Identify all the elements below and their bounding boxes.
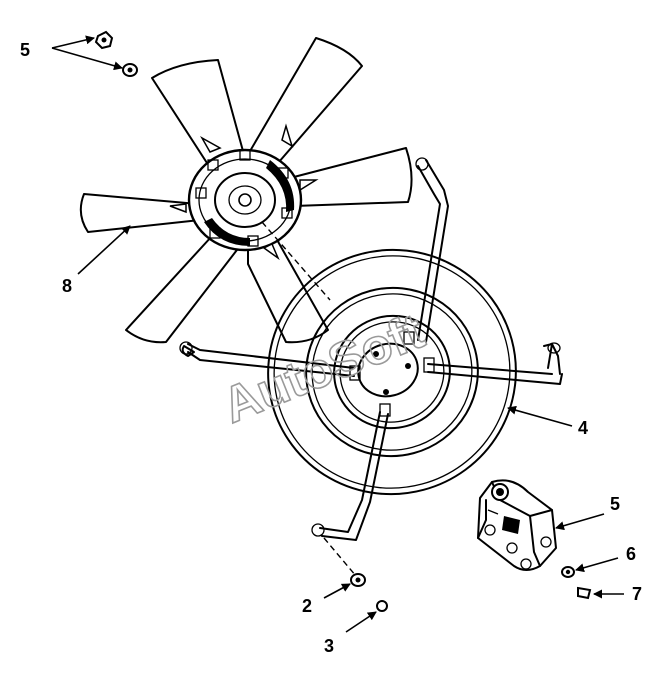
callout-4: 4: [578, 418, 588, 438]
leader-4: [507, 405, 573, 427]
leader-2: [323, 583, 351, 599]
guard-outer-ring: [267, 248, 517, 496]
callout-3: 3: [324, 636, 334, 656]
fan-centerline: [261, 221, 331, 301]
fan-hub: [169, 123, 319, 261]
fan-guard: [179, 157, 563, 577]
guard-center-plate: [357, 342, 419, 398]
fan-blade-right: [289, 147, 413, 207]
guard-middle-ring: [305, 286, 479, 458]
fan-blade-bottom-left: [125, 235, 241, 344]
bolt-item-3: [376, 600, 388, 612]
leader-5a-washer: [51, 47, 123, 71]
fan-blade-top-right: [245, 37, 363, 171]
leader-5a-nut: [51, 35, 95, 49]
guard-mount-centerline: [323, 537, 357, 577]
leader-5b: [555, 513, 605, 531]
screw-item-7: [577, 586, 592, 600]
callouts: 5 8 4 5 6 7 2 3: [20, 40, 642, 656]
callout-2: 2: [302, 596, 312, 616]
guard-inner-ring: [333, 314, 451, 430]
callout-5-right: 5: [610, 494, 620, 514]
fan-blade-bottom: [247, 237, 329, 344]
guard-strut-top: [417, 159, 449, 343]
leader-6: [575, 557, 619, 573]
callout-5-top: 5: [20, 40, 30, 60]
callout-7: 7: [632, 584, 642, 604]
fan-blade-top-left: [151, 59, 247, 181]
fan-motor-block: [477, 479, 557, 571]
leader-8: [77, 225, 131, 275]
callout-6: 6: [626, 544, 636, 564]
fan-blade-left: [79, 193, 201, 233]
leader-3: [345, 611, 377, 633]
callout-8: 8: [62, 276, 72, 296]
leader-lines: [51, 35, 624, 633]
hardware-items: [94, 30, 592, 612]
fan-assembly: [79, 37, 413, 344]
guard-strut-bottom: [319, 411, 389, 541]
